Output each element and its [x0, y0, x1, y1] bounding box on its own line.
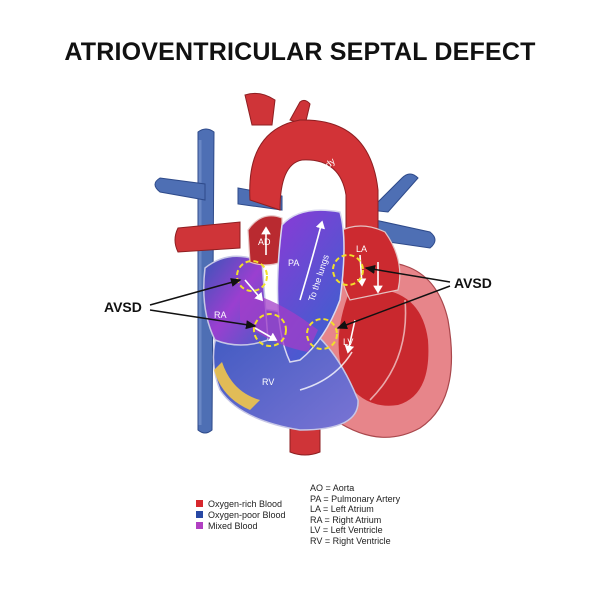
label-rv: RV [262, 377, 274, 387]
legend-label: Mixed Blood [208, 521, 258, 531]
legend-item: Mixed Blood [196, 520, 286, 531]
abbreviation-item: LA = Left Atrium [310, 504, 400, 515]
legend-label: Oxygen-rich Blood [208, 499, 282, 509]
legend-label: Oxygen-poor Blood [208, 510, 286, 520]
legend-item: Oxygen-rich Blood [196, 498, 286, 509]
legend-item: Oxygen-poor Blood [196, 509, 286, 520]
callout-avsd-left: AVSD [104, 299, 142, 315]
label-la: LA [356, 244, 367, 254]
legend-swatch-oxygen-rich [196, 500, 203, 507]
color-legend: Oxygen-rich Blood Oxygen-poor Blood Mixe… [196, 498, 286, 531]
label-ad: AD [258, 237, 271, 247]
legend-swatch-oxygen-poor [196, 511, 203, 518]
label-lv: LV [343, 337, 353, 347]
abbreviation-item: RV = Right Ventricle [310, 536, 400, 547]
label-pa: PA [288, 258, 299, 268]
to-the-body-label: To the body [295, 156, 337, 194]
legend-swatch-mixed [196, 522, 203, 529]
abbreviation-item: PA = Pulmonary Artery [310, 494, 400, 505]
abbreviation-item: RA = Right Atrium [310, 515, 400, 526]
callout-avsd-right: AVSD [454, 275, 492, 291]
abbreviation-item: AO = Aorta [310, 483, 400, 494]
abbreviation-item: LV = Left Ventricle [310, 525, 400, 536]
label-ra: RA [214, 310, 227, 320]
abbreviation-list: AO = Aorta PA = Pulmonary Artery LA = Le… [310, 483, 400, 547]
